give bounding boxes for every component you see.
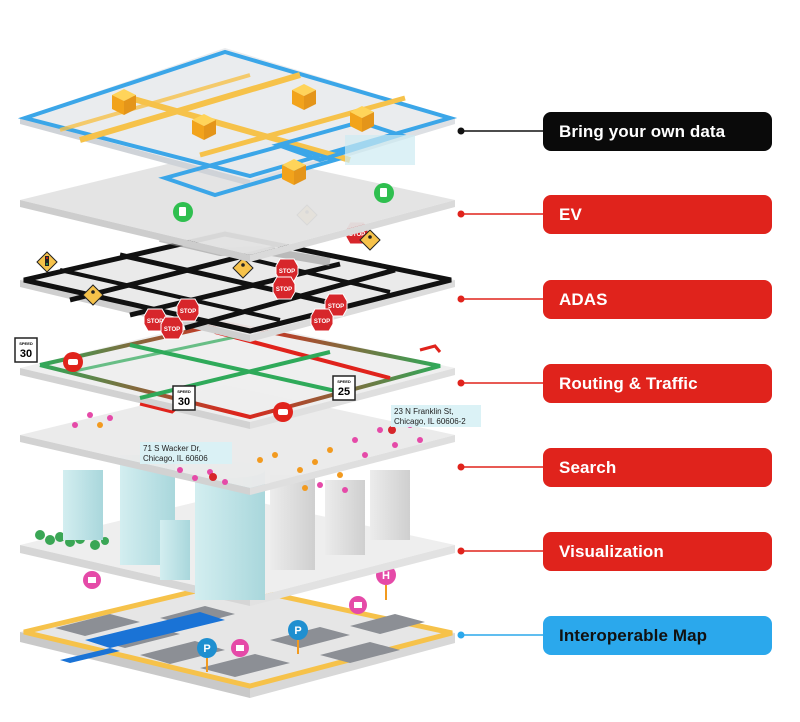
svg-text:Chicago, IL 60606: Chicago, IL 60606 — [143, 454, 208, 463]
stop-signs: STOP STOP STOP STOP STOP STOP — [143, 221, 369, 340]
layer-ev — [20, 150, 455, 262]
label-text: Bring your own data — [559, 121, 726, 141]
parking-pin: P — [197, 638, 217, 672]
svg-text:23 N Franklin St,: 23 N Franklin St, — [394, 407, 454, 416]
svg-text:25: 25 — [338, 386, 350, 398]
home-pin — [83, 571, 367, 657]
svg-text:STOP: STOP — [147, 319, 163, 325]
label-ev: EV — [543, 195, 772, 234]
svg-text:STOP: STOP — [314, 319, 330, 325]
ev-charger-icon — [173, 183, 394, 222]
label-interoperable-map: Interoperable Map — [543, 616, 772, 655]
svg-text:H: H — [382, 570, 390, 582]
svg-text:P: P — [203, 643, 210, 655]
layer-search: 71 S Wacker Dr, Chicago, IL 60606 23 N F… — [20, 385, 481, 495]
address-callout-franklin: 23 N Franklin St, Chicago, IL 60606-2 — [391, 405, 481, 427]
svg-text:SPEED: SPEED — [177, 389, 191, 394]
svg-text:SPEED: SPEED — [19, 341, 33, 346]
svg-text:STOP: STOP — [349, 232, 365, 238]
label-routing-traffic: Routing & Traffic — [543, 364, 772, 403]
svg-text:STOP: STOP — [164, 327, 180, 333]
layer-interoperable-map: P P H — [20, 565, 455, 698]
label-text: Routing & Traffic — [559, 373, 698, 393]
svg-text:30: 30 — [20, 348, 32, 360]
svg-text:STOP: STOP — [180, 309, 196, 315]
buildings-3d — [63, 455, 410, 600]
svg-text:71 S Wacker Dr,: 71 S Wacker Dr, — [143, 444, 201, 453]
label-visualization: Visualization — [543, 532, 772, 571]
traffic-light-sign — [36, 251, 58, 273]
svg-text:P: P — [294, 625, 301, 637]
package-boxes — [112, 84, 374, 185]
label-adas: ADAS — [543, 280, 772, 319]
layer-adas: STOP STOP STOP STOP STOP STOP — [20, 204, 455, 342]
speed-limit-sign-25: SPEED 25 — [332, 375, 356, 401]
label-text: ADAS — [559, 289, 608, 309]
water-area — [85, 612, 225, 648]
svg-text:30: 30 — [178, 396, 190, 408]
layer-own-data — [17, 48, 458, 198]
label-text: Search — [559, 457, 617, 477]
svg-text:STOP: STOP — [279, 269, 295, 275]
svg-text:STOP: STOP — [276, 287, 292, 293]
pedestrian-warning-signs — [82, 204, 381, 306]
speed-limit-sign-30-b: SPEED 30 — [172, 385, 196, 411]
label-connectors — [457, 127, 543, 639]
label-bring-your-own-data: Bring your own data — [543, 112, 772, 151]
label-text: Interoperable Map — [559, 625, 708, 645]
label-search: Search — [543, 448, 772, 487]
parking-pin: P — [288, 620, 308, 654]
speed-limit-sign-30: SPEED 30 — [14, 337, 38, 363]
svg-text:STOP: STOP — [328, 304, 344, 310]
label-text: EV — [559, 204, 582, 224]
svg-text:SPEED: SPEED — [337, 379, 351, 384]
layer-visualization — [20, 455, 455, 606]
svg-text:Chicago, IL 60606-2: Chicago, IL 60606-2 — [394, 417, 466, 426]
layer-routing-traffic: SPEED 30 SPEED 30 SPEED 25 — [14, 318, 455, 429]
incident-icon — [63, 352, 293, 422]
label-text: Visualization — [559, 541, 664, 561]
address-callout-wacker: 71 S Wacker Dr, Chicago, IL 60606 — [140, 442, 232, 464]
